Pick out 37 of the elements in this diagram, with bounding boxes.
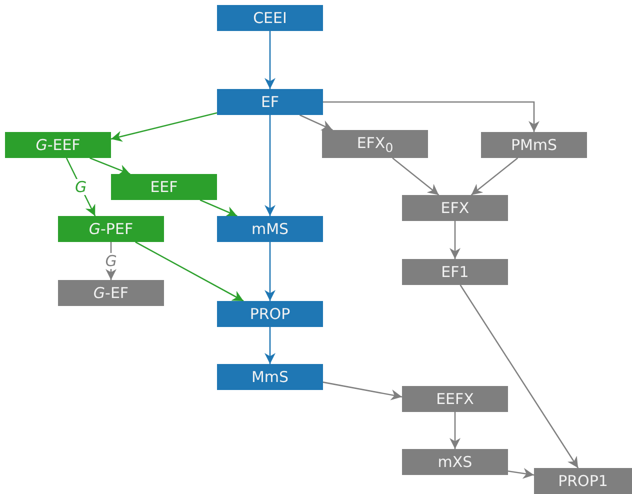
arrow xyxy=(323,101,540,132)
arrow xyxy=(460,284,579,468)
arrow xyxy=(322,382,402,400)
process-box: PROP1 xyxy=(534,468,632,494)
process-box: EFX$_{0}$ xyxy=(322,130,428,158)
process-box: G-PEF xyxy=(58,216,164,242)
arrow xyxy=(264,242,276,301)
process-box: EFX xyxy=(402,195,508,221)
process-box: EF1 xyxy=(402,259,508,285)
arrow xyxy=(90,157,130,176)
edge-label: G xyxy=(72,179,89,195)
process-box: EF xyxy=(217,89,323,115)
arrow xyxy=(264,327,276,364)
arrow xyxy=(66,158,96,216)
process-box: G-EF xyxy=(58,280,164,306)
process-box: PROP xyxy=(217,301,323,327)
arrow xyxy=(299,114,333,131)
process-box: EEFX xyxy=(402,386,508,412)
process-box: EEF xyxy=(111,174,217,200)
arrow xyxy=(470,158,518,196)
process-box: CEEI xyxy=(217,5,323,31)
arrow xyxy=(200,199,238,217)
arrow xyxy=(110,112,218,142)
arrow xyxy=(450,221,460,259)
edge-label: G xyxy=(103,253,119,269)
arrow xyxy=(264,31,276,89)
process-box: G-EEF xyxy=(5,132,111,158)
arrow xyxy=(450,412,460,449)
arrow xyxy=(135,241,244,302)
process-box: MmS xyxy=(217,364,323,390)
process-box: PMmS xyxy=(481,132,587,158)
process-box: mXS xyxy=(402,449,508,475)
arrow xyxy=(106,242,116,280)
arrow xyxy=(264,115,276,216)
process-box: mMS xyxy=(217,216,323,242)
arrow xyxy=(508,468,534,479)
arrow xyxy=(392,158,440,196)
